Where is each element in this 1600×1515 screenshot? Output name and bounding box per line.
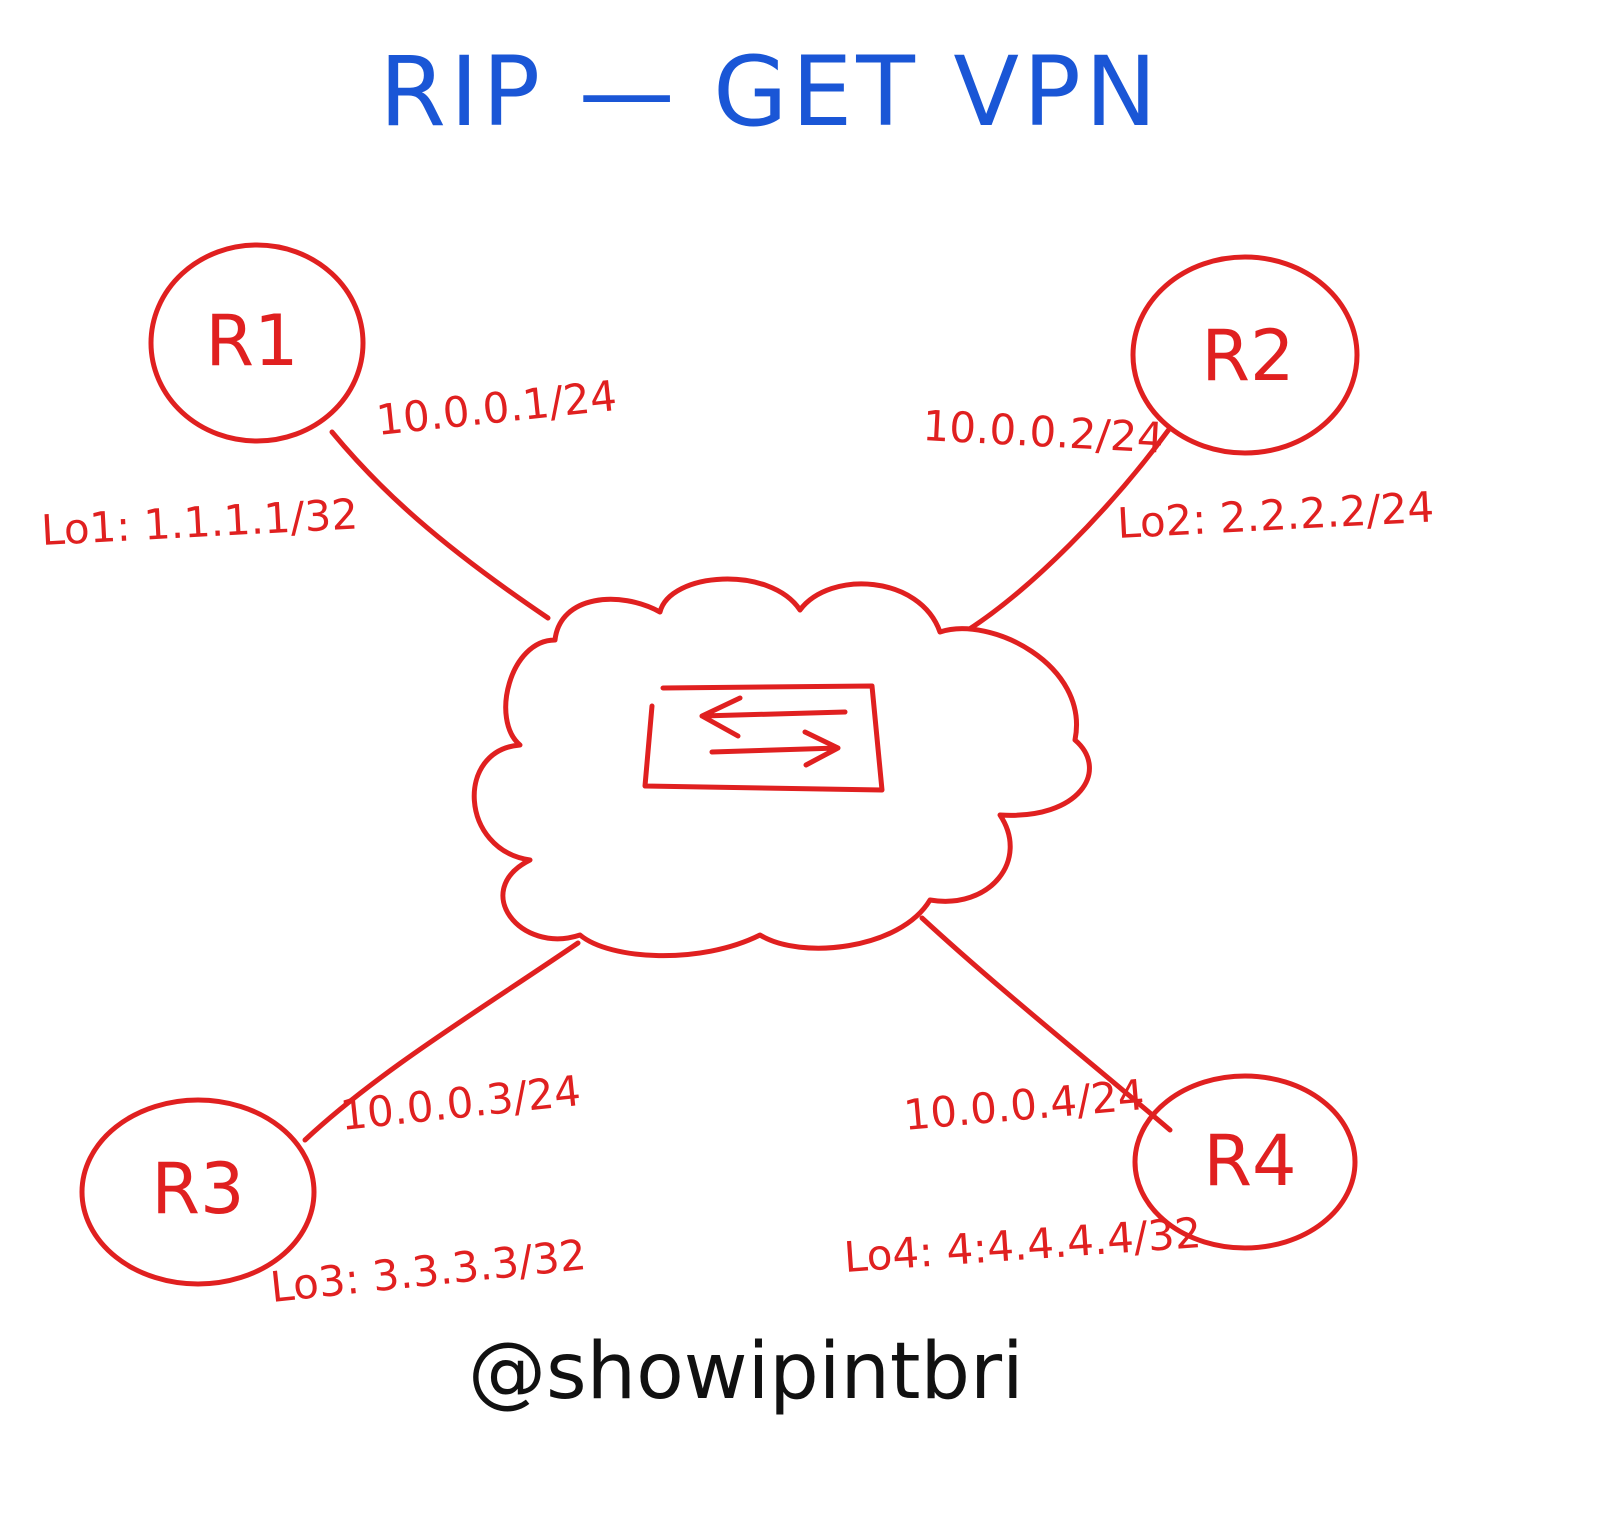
r1-link-ip: 10.0.0.1/24 — [374, 371, 619, 445]
router-circle — [1130, 254, 1360, 456]
router-circle — [1132, 1073, 1358, 1251]
link-r4 — [919, 915, 1173, 1133]
router-r2[interactable]: R2 — [1130, 254, 1360, 456]
router-r4[interactable]: R4 — [1132, 1073, 1358, 1251]
r2-loopback: Lo2: 2.2.2.2/24 — [1116, 482, 1435, 548]
diagram-title: RIP — GET VPN — [379, 36, 1161, 148]
link-r2 — [965, 425, 1173, 633]
router-circle — [148, 242, 366, 444]
link-r3 — [302, 940, 581, 1143]
arrow-right-icon — [709, 729, 841, 768]
links — [302, 425, 1173, 1143]
r3-link-ip: 10.0.0.3/24 — [338, 1066, 583, 1140]
router-circle — [79, 1097, 317, 1287]
r4-loopback: Lo4: 4:4.4.4.4/32 — [842, 1208, 1203, 1282]
network-cloud — [471, 576, 1092, 959]
router-r3[interactable]: R3 — [79, 1097, 317, 1287]
r1-loopback: Lo1: 1.1.1.1/32 — [40, 489, 359, 555]
link-r1 — [329, 429, 551, 621]
router-label: R2 — [1201, 315, 1294, 397]
address-labels: 10.0.0.1/24 Lo1: 1.1.1.1/32 10.0.0.2/24 … — [40, 371, 1435, 1312]
arrow-left-icon — [699, 695, 848, 739]
router-label: R3 — [151, 1148, 244, 1230]
switch-icon — [642, 683, 885, 793]
author-handle: @showipintbri — [468, 1327, 1024, 1417]
router-label: R4 — [1203, 1120, 1296, 1202]
router-r1[interactable]: R1 — [148, 242, 366, 444]
r3-loopback: Lo3: 3.3.3.3/32 — [268, 1230, 589, 1312]
r2-link-ip: 10.0.0.2/24 — [921, 401, 1164, 463]
r4-link-ip: 10.0.0.4/24 — [902, 1070, 1147, 1140]
router-label: R1 — [205, 300, 298, 382]
